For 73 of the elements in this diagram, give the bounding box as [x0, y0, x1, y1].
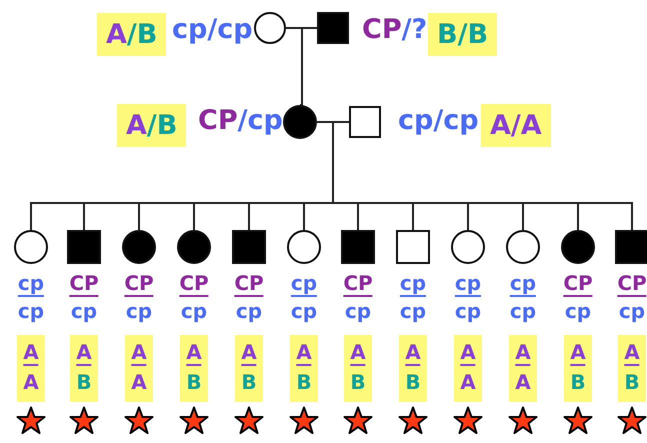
allele-label: A [296, 342, 312, 366]
allele-label: cp [18, 301, 44, 321]
genotype-label: A/B [117, 104, 186, 147]
allele-label: A [350, 342, 366, 366]
allele-label: cp [400, 273, 426, 297]
unaffected-female-symbol [14, 230, 48, 264]
genotype-label: A/A [481, 104, 551, 147]
unaffected-female-symbol [254, 12, 286, 44]
allele-label: cp [18, 273, 44, 297]
affected-female-symbol [177, 230, 211, 264]
allele-label: A [405, 342, 421, 366]
allele-label: B [241, 372, 257, 392]
unaffected-male-symbol [349, 106, 381, 138]
allele-label: CP [617, 273, 647, 297]
allele-label: CP [179, 273, 209, 297]
allele-label: CP [563, 273, 593, 297]
affected-female-symbol [561, 230, 595, 264]
genotype-label: B/B [428, 13, 498, 56]
allele-label: A [131, 342, 147, 366]
allele-label: A [515, 342, 531, 366]
allele-label: CP [234, 273, 264, 297]
genotype-label: CP/cp [198, 107, 283, 134]
allele-label: cp [126, 301, 152, 321]
allele-label: cp [454, 301, 482, 321]
affected-male-symbol [317, 12, 349, 44]
allele-label: cp [510, 301, 536, 321]
allele-label: cp [290, 273, 318, 297]
affected-male-symbol [67, 230, 101, 264]
allele-label: CP [69, 273, 99, 297]
allele-label: B [76, 372, 92, 392]
affected-male-symbol [232, 230, 266, 264]
genotype-label: CP/? [362, 16, 428, 43]
affected-male-symbol [615, 230, 647, 264]
affected-female-symbol [283, 105, 317, 139]
allele-label: cp [564, 301, 592, 321]
pedigree-line [300, 27, 317, 106]
unaffected-female-symbol [451, 230, 485, 264]
allele-label: cp [180, 301, 208, 321]
allele-label: A [515, 372, 531, 392]
allele-label: B [350, 372, 366, 392]
allele-label: A [460, 342, 476, 366]
unaffected-female-symbol [287, 230, 321, 264]
allele-label: cp [618, 301, 646, 321]
allele-label: B [405, 372, 421, 392]
allele-label: B [624, 372, 640, 392]
allele-label: cp [510, 273, 536, 297]
allele-label: A [131, 372, 147, 392]
genotype-label: A/B [97, 13, 166, 56]
allele-label: cp [454, 273, 482, 297]
allele-label: cp [344, 301, 372, 321]
allele-label: cp [290, 301, 318, 321]
allele-label: cp [236, 301, 262, 321]
allele-label: cp [400, 301, 426, 321]
allele-label: CP [343, 273, 373, 297]
allele-label: A [241, 342, 257, 366]
allele-label: A [23, 342, 39, 366]
genotype-label: cp/cp [172, 16, 253, 43]
allele-label: A [570, 342, 586, 366]
allele-label: cp [70, 301, 98, 321]
allele-label: A [460, 372, 476, 392]
affected-female-symbol [122, 230, 156, 264]
allele-label: A [624, 342, 640, 366]
unaffected-male-symbol [396, 230, 430, 264]
allele-label: A [76, 342, 92, 366]
allele-label: A [186, 342, 202, 366]
genotype-label: cp/cp [398, 107, 479, 134]
allele-label: B [186, 372, 202, 392]
affected-male-symbol [341, 230, 375, 264]
allele-label: B [296, 372, 312, 392]
unaffected-female-symbol [506, 230, 540, 264]
allele-label: A [23, 372, 39, 392]
allele-label: CP [124, 273, 154, 297]
allele-label: B [570, 372, 586, 392]
